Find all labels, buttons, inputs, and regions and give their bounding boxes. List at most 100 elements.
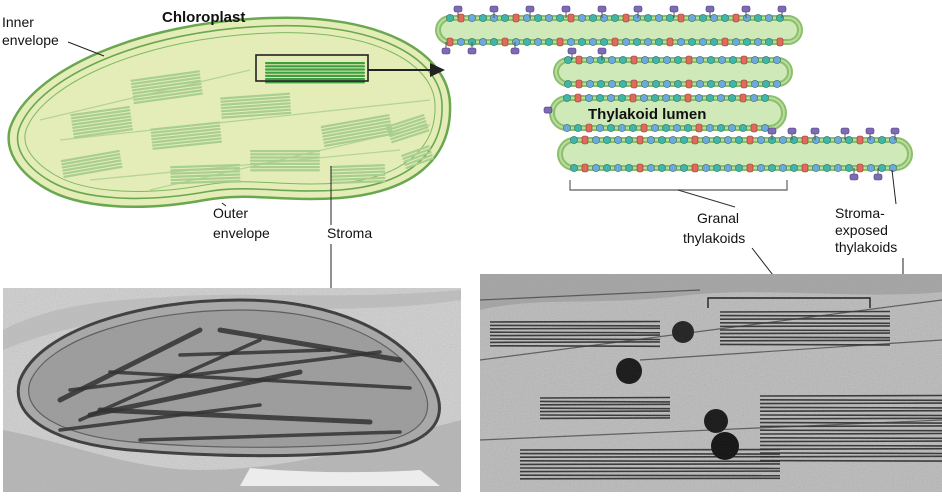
membrane-protein [688,38,696,46]
membrane-protein [685,55,693,65]
outer-envelope-label-1: Outer [213,205,248,221]
membrane-protein [757,136,765,144]
granum-disc [170,176,241,182]
membrane-protein [512,38,520,46]
membrane-protein [611,37,619,47]
granum-disc [330,167,386,172]
atp-synthase-protein [510,47,520,55]
membrane-protein [523,14,531,22]
membrane-protein [696,56,704,64]
membrane-protein [608,80,616,88]
membrane-protein [567,38,575,46]
membrane-protein [589,38,597,46]
granal-bracket-stem [677,189,736,208]
granum-stack [330,164,386,185]
membrane-protein [597,56,605,64]
membrane-protein [501,37,509,47]
membrane-protein [735,164,743,172]
membrane-protein [762,80,770,88]
membrane-protein [629,93,637,103]
membrane-protein [622,13,630,23]
membrane-protein [640,123,648,133]
granum-disc [330,180,386,185]
membrane-protein [662,124,670,132]
atp-synthase-protein [669,5,679,13]
membrane-protein [636,135,644,145]
outer-envelope-label-2: envelope [213,225,270,241]
granal-thylakoid-1-inner [555,59,791,85]
membrane-protein [647,164,655,172]
membrane-protein [618,124,626,132]
membrane-protein [589,14,597,22]
granum-disc [320,114,390,129]
membrane-protein [685,79,693,89]
membrane-protein [696,80,704,88]
granal-thylakoid-3 [557,137,913,171]
membrane-protein [457,38,465,46]
membrane-protein [603,164,611,172]
granum-stack [401,145,434,169]
atp-synthase-protein [890,127,900,135]
membrane-protein [534,14,542,22]
granum-stack [220,92,292,119]
atp-synthase-protein [633,5,643,13]
membrane-protein [718,80,726,88]
granum-disc [324,132,394,147]
membrane-protein [754,38,762,46]
membrane-protein [688,14,696,22]
membrane-protein [790,136,798,144]
atp-synthase-protein [705,5,715,13]
membrane-protein [743,14,751,22]
outer-envelope [7,16,452,208]
membrane-protein [776,14,784,22]
membrane-protein [586,80,594,88]
membrane-protein [702,136,710,144]
membrane-protein [750,123,758,133]
membrane-protein [729,56,737,64]
membrane-protein [636,163,644,173]
inner-envelope-label-2: envelope [2,32,59,48]
granum-disc [130,70,200,82]
membrane-protein [740,79,748,89]
granum-disc [330,176,386,181]
membrane-protein [523,38,531,46]
granum-disc [322,126,392,141]
granum-disc [72,118,132,129]
membrane-protein [856,163,864,173]
granum-disc [170,179,241,185]
membrane-protein [878,164,886,172]
membrane-protein [812,164,820,172]
membrane-protein [596,94,604,102]
membrane-protein [563,94,571,102]
membrane-protein [669,136,677,144]
membrane-protein [574,124,582,132]
granum-disc [133,92,203,105]
membrane-protein [732,13,740,23]
membrane-protein [619,80,627,88]
membrane-protein [691,135,699,145]
atp-synthase-protein [873,173,883,181]
membrane-protein [644,38,652,46]
granum-disc [170,170,241,175]
membrane-protein [585,94,593,102]
membrane-protein [669,164,677,172]
granum-disc [151,134,222,144]
membrane-protein [630,79,638,89]
micrograph-thylakoids [480,274,942,492]
membrane-protein [630,55,638,65]
membrane-protein [750,94,758,102]
granum-disc [61,156,121,169]
membrane-protein [655,14,663,22]
membrane-protein [677,38,685,46]
membrane-protein [574,93,582,103]
granum-disc [70,109,131,120]
membrane-protein [600,38,608,46]
membrane-protein [545,14,553,22]
granum-stack [170,163,241,185]
granum-disc [250,166,320,169]
membrane-protein [713,164,721,172]
granum-disc [265,65,365,68]
membrane-protein [563,124,571,132]
granum-disc [403,151,432,163]
granum-disc [151,137,222,147]
